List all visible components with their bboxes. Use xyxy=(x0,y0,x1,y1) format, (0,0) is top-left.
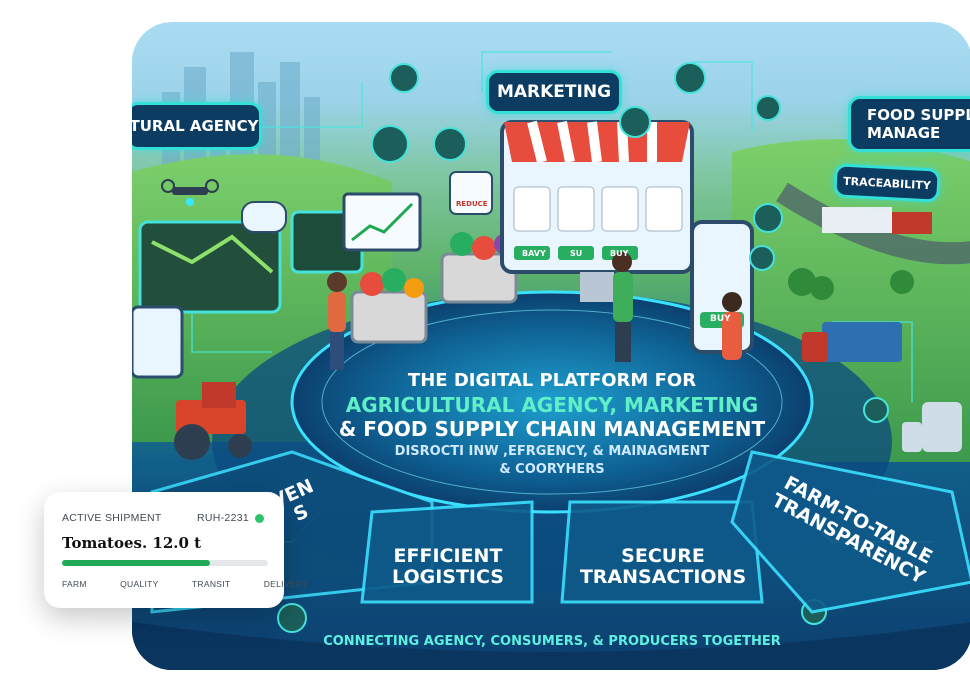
stage-farm: FARM xyxy=(62,579,87,589)
shopper-man xyxy=(612,252,633,362)
growth-chart-icon xyxy=(389,63,419,93)
sales-chart-icon xyxy=(449,171,493,215)
store-badge: REDUCE xyxy=(456,200,488,208)
shipment-cargo: Tomatoes. 12.0 t xyxy=(62,534,202,552)
chat-icon xyxy=(749,245,775,271)
leaf-icon xyxy=(863,397,889,423)
buy-label-phone: BUY xyxy=(710,314,731,324)
tile-logistics-bg xyxy=(360,500,534,604)
hero-title-line2: AGRICULTURAL AGENCY, MARKETING xyxy=(345,393,759,417)
buy-label-3: BUY xyxy=(610,249,629,258)
cloud-icon xyxy=(241,201,287,233)
factory-icon xyxy=(902,402,962,452)
stage-transit: TRANSIT xyxy=(191,579,231,589)
hero-illustration: TURAL AGENCY MARKETING FOOD SUPPL MANAGE… xyxy=(132,22,970,670)
money-bag-icon xyxy=(619,106,651,138)
eco-icon xyxy=(674,62,706,94)
central-platform xyxy=(290,290,814,514)
dollar-icon xyxy=(753,203,783,233)
shipment-id: RUH-2231 xyxy=(196,512,249,524)
monitor-stand xyxy=(580,272,614,302)
shopper-phone xyxy=(722,292,742,360)
stage-quality: QUALITY xyxy=(120,579,159,589)
tag-food-supply-text: FOOD SUPPL MANAGE xyxy=(867,106,970,142)
tablet-icon xyxy=(132,305,184,379)
truck-top xyxy=(822,207,932,234)
active-shipment-card[interactable]: ACTIVE SHIPMENT RUH-2231 Tomatoes. 12.0 … xyxy=(44,492,308,608)
tile-transactions-bg xyxy=(560,500,764,604)
shopping-cart-left xyxy=(350,268,428,344)
buy-label-1: BAVY xyxy=(522,249,546,258)
truck-bottom xyxy=(802,322,902,362)
hero-artwork xyxy=(132,51,970,670)
map-panel xyxy=(138,220,282,314)
stage-delivery: DELIVERY xyxy=(263,579,308,589)
buy-label-2: SU xyxy=(570,249,583,258)
shipment-status-label: ACTIVE SHIPMENT xyxy=(62,512,162,524)
drone-icon xyxy=(161,179,219,206)
gear-icon xyxy=(755,95,781,121)
globe-icon xyxy=(433,127,467,161)
hero-footer-tagline: CONNECTING AGENCY, CONSUMERS, & PRODUCER… xyxy=(323,634,781,649)
tag-traceability: TRACEABILITY xyxy=(833,163,941,203)
shipment-progress-fill xyxy=(62,560,211,566)
shopper-woman xyxy=(327,272,347,370)
leaf-small-icon xyxy=(277,603,307,633)
tile-secure-transactions: SECURE TRANSACTIONS xyxy=(579,544,747,588)
tile-efficient-logistics: EFFICIENT LOGISTICS xyxy=(392,544,504,588)
tag-food-supply: FOOD SUPPL MANAGE xyxy=(848,96,970,152)
tractor-icon xyxy=(174,382,252,460)
hero-title-line3: & FOOD SUPPLY CHAIN MANAGEMENT xyxy=(338,417,766,441)
shipment-stages: FARM QUALITY TRANSIT DELIVERY xyxy=(62,579,308,589)
footer-band xyxy=(132,622,970,670)
trees xyxy=(788,268,914,300)
tag-marketing: MARKETING xyxy=(486,70,622,114)
tag-agency-text: TURAL AGENCY xyxy=(132,117,259,135)
tag-agency: TURAL AGENCY xyxy=(132,102,262,150)
tag-traceability-text: TRACEABILITY xyxy=(842,174,932,192)
shipment-progress-track xyxy=(62,560,268,566)
live-status-dot-icon xyxy=(255,513,264,523)
tile-transparency-bg xyxy=(730,450,970,614)
handshake-icon xyxy=(371,125,409,163)
analytics-board xyxy=(342,192,422,252)
shipment-id-group: RUH-2231 xyxy=(197,512,264,524)
shipment-card-header: ACTIVE SHIPMENT RUH-2231 xyxy=(62,512,264,524)
tag-marketing-text: MARKETING xyxy=(496,82,612,102)
hero-title-line4: DISROCTI INW ,EFRGENCY, & MAINAGMENT xyxy=(394,444,710,459)
hero-title-line5: & COORYHERS xyxy=(499,462,605,477)
highway xyxy=(776,182,970,265)
hero-title-line1: THE DIGITAL PLATFORM FOR xyxy=(407,370,697,391)
